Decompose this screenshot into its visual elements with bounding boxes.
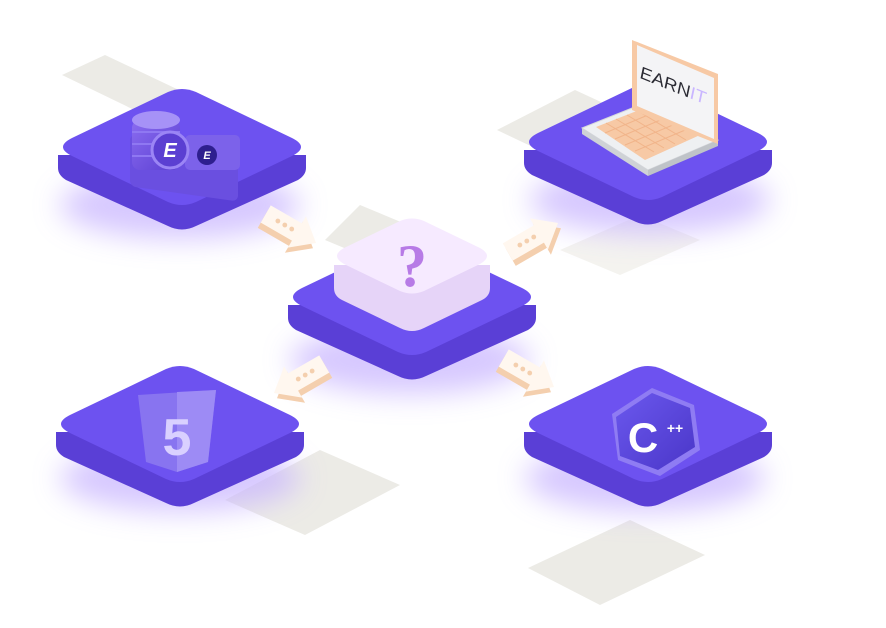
cpp-icon: C ++ [612, 388, 700, 476]
laptop-icon: EARN IT [580, 40, 720, 176]
question-cube: ? [334, 218, 490, 331]
html5-shield-highlight [177, 390, 216, 472]
arrow-icon-top-left [257, 205, 316, 253]
coins-stack-icon: E E [130, 111, 240, 201]
question-cube-top [337, 218, 487, 294]
arrow-icon-bottom-left [274, 355, 333, 403]
html5-digit: 5 [163, 409, 192, 467]
arrow-icon-bottom-right [495, 349, 554, 397]
arrows [257, 205, 561, 403]
html5-icon: 5 [138, 390, 216, 472]
coin-front [150, 130, 190, 170]
cpp-plus: ++ [667, 420, 683, 436]
platform-html5: 5 [56, 366, 304, 507]
platform-laptop: EARN IT [524, 40, 772, 225]
laptop-it-text: IT [690, 82, 708, 109]
shadow-bottom-right [528, 520, 705, 605]
question-cube-side [334, 265, 490, 331]
cpp-hexagon [616, 393, 695, 470]
shadow-bottom-left [225, 450, 400, 535]
coin-small-letter: E [203, 150, 211, 162]
laptop-screen [637, 45, 714, 139]
cpp-letter: C [628, 414, 658, 461]
platform-center: ? [288, 218, 536, 380]
platform-cpp: C ++ [524, 366, 772, 507]
question-mark-icon: ? [397, 233, 427, 299]
platform-coins: E E [58, 89, 306, 230]
coin-letter: E [163, 140, 177, 162]
coin-small [197, 145, 217, 165]
arrow-icon-top-right [502, 218, 561, 266]
